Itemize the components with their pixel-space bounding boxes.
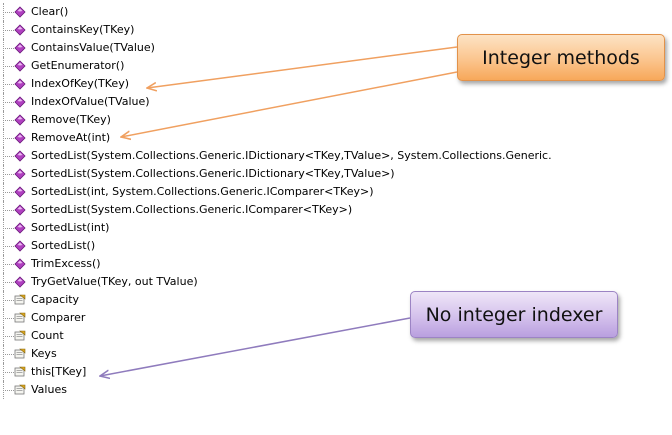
- method-icon: [14, 6, 26, 18]
- tree-item-label: Keys: [31, 347, 57, 360]
- tree-item-method[interactable]: SortedList(System.Collections.Generic.IC…: [0, 201, 600, 219]
- method-icon: [14, 150, 26, 162]
- tree-item-method[interactable]: SortedList(System.Collections.Generic.ID…: [0, 165, 600, 183]
- method-icon: [14, 186, 26, 198]
- method-icon: [14, 24, 26, 36]
- tree-horizontal-guide: [3, 12, 16, 13]
- tree-item-label: Values: [31, 383, 67, 396]
- tree-horizontal-guide: [3, 138, 16, 139]
- property-icon: [14, 312, 26, 324]
- tree-item-method[interactable]: SortedList(System.Collections.Generic.ID…: [0, 147, 600, 165]
- member-tree: Clear() ContainsKey(TKey) ContainsValue(TV…: [0, 3, 600, 399]
- tree-item-method[interactable]: RemoveAt(int): [0, 129, 600, 147]
- tree-item-label: Clear(): [31, 5, 69, 18]
- property-icon: [14, 294, 26, 306]
- tree-item-label: TryGetValue(TKey, out TValue): [31, 275, 198, 288]
- tree-horizontal-guide: [3, 336, 16, 337]
- callout-integer-methods-text: Integer methods: [482, 46, 640, 69]
- tree-horizontal-guide: [3, 84, 16, 85]
- tree-horizontal-guide: [3, 66, 16, 67]
- callout-no-integer-indexer: No integer indexer: [410, 291, 618, 338]
- method-icon: [14, 42, 26, 54]
- tree-horizontal-guide: [3, 102, 16, 103]
- tree-item-method[interactable]: TrimExcess(): [0, 255, 600, 273]
- tree-item-label: Remove(TKey): [31, 113, 111, 126]
- tree-item-label: Count: [31, 329, 64, 342]
- tree-horizontal-guide: [3, 318, 16, 319]
- tree-horizontal-guide: [3, 30, 16, 31]
- callout-integer-methods: Integer methods: [457, 34, 665, 81]
- tree-item-label: Capacity: [31, 293, 80, 306]
- tree-item-label: TrimExcess(): [31, 257, 101, 270]
- tree-item-method[interactable]: IndexOfValue(TValue): [0, 93, 600, 111]
- property-icon: [14, 366, 26, 378]
- tree-item-label: ContainsValue(TValue): [31, 41, 155, 54]
- tree-item-label: ContainsKey(TKey): [31, 23, 135, 36]
- tree-item-label: SortedList(System.Collections.Generic.ID…: [31, 167, 395, 180]
- callout-no-integer-indexer-text: No integer indexer: [425, 303, 603, 326]
- tree-item-property[interactable]: this[TKey]: [0, 363, 600, 381]
- tree-horizontal-guide: [3, 246, 16, 247]
- method-icon: [14, 132, 26, 144]
- method-icon: [14, 60, 26, 72]
- tree-horizontal-guide: [3, 354, 16, 355]
- tree-horizontal-guide: [3, 192, 16, 193]
- tree-item-label: SortedList(): [31, 239, 96, 252]
- tree-horizontal-guide: [3, 264, 16, 265]
- tree-item-label: GetEnumerator(): [31, 59, 125, 72]
- tree-item-property[interactable]: Capacity: [0, 291, 600, 309]
- tree-item-label: SortedList(int, System.Collections.Gener…: [31, 185, 374, 198]
- tree-item-method[interactable]: ContainsValue(TValue): [0, 39, 600, 57]
- tree-horizontal-guide: [3, 228, 16, 229]
- tree-item-label: IndexOfValue(TValue): [31, 95, 150, 108]
- tree-item-method[interactable]: Remove(TKey): [0, 111, 600, 129]
- method-icon: [14, 258, 26, 270]
- tree-horizontal-guide: [3, 174, 16, 175]
- property-icon: [14, 348, 26, 360]
- method-icon: [14, 204, 26, 216]
- tree-horizontal-guide: [3, 156, 16, 157]
- method-icon: [14, 168, 26, 180]
- tree-horizontal-guide: [3, 210, 16, 211]
- tree-item-method[interactable]: IndexOfKey(TKey): [0, 75, 600, 93]
- method-icon: [14, 114, 26, 126]
- tree-item-label: SortedList(int): [31, 221, 110, 234]
- method-icon: [14, 78, 26, 90]
- tree-horizontal-guide: [3, 372, 16, 373]
- property-icon: [14, 384, 26, 396]
- tree-item-label: IndexOfKey(TKey): [31, 77, 130, 90]
- method-icon: [14, 240, 26, 252]
- tree-item-label: RemoveAt(int): [31, 131, 111, 144]
- tree-horizontal-guide: [3, 120, 16, 121]
- method-icon: [14, 222, 26, 234]
- tree-item-label: Comparer: [31, 311, 86, 324]
- tree-item-property[interactable]: Keys: [0, 345, 600, 363]
- tree-item-label: this[TKey]: [31, 365, 87, 378]
- tree-item-property[interactable]: Comparer: [0, 309, 600, 327]
- tree-item-method[interactable]: SortedList(int, System.Collections.Gener…: [0, 183, 600, 201]
- tree-item-method[interactable]: SortedList(): [0, 237, 600, 255]
- property-icon: [14, 330, 26, 342]
- method-icon: [14, 96, 26, 108]
- tree-horizontal-guide: [3, 300, 16, 301]
- tree-item-property[interactable]: Count: [0, 327, 600, 345]
- tree-item-method[interactable]: TryGetValue(TKey, out TValue): [0, 273, 600, 291]
- tree-item-method[interactable]: SortedList(int): [0, 219, 600, 237]
- method-icon: [14, 276, 26, 288]
- tree-horizontal-guide: [3, 48, 16, 49]
- tree-item-method[interactable]: ContainsKey(TKey): [0, 21, 600, 39]
- tree-item-method[interactable]: Clear(): [0, 3, 600, 21]
- tree-horizontal-guide: [3, 390, 16, 391]
- tree-item-label: SortedList(System.Collections.Generic.ID…: [31, 149, 552, 162]
- tree-item-label: SortedList(System.Collections.Generic.IC…: [31, 203, 353, 216]
- tree-item-property[interactable]: Values: [0, 381, 600, 399]
- tree-horizontal-guide: [3, 282, 16, 283]
- tree-item-method[interactable]: GetEnumerator(): [0, 57, 600, 75]
